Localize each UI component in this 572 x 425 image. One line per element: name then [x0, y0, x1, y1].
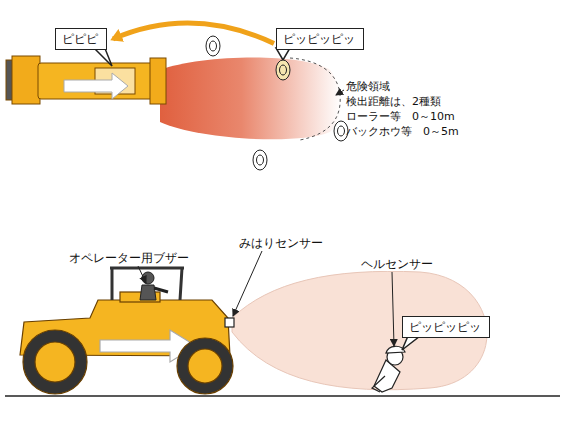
zone-border: [290, 58, 340, 140]
leader-line: [336, 90, 344, 95]
worker-side-view: [372, 346, 405, 392]
roller-side-view: [20, 268, 234, 394]
roller-top-view: [6, 56, 166, 104]
operator-figure: [140, 272, 168, 300]
bubble-text: ピピピ: [62, 31, 100, 47]
note-text: 危険領域: [346, 80, 390, 94]
leader-line: [138, 266, 146, 283]
bubble-text: ピッピッピッ: [409, 319, 483, 335]
danger-zone: [160, 58, 341, 140]
part-label: みはりセンサー: [238, 236, 324, 250]
leader-line: [233, 251, 262, 316]
part-label: ヘルセンサー: [360, 257, 434, 271]
leader-line: [392, 272, 394, 346]
bubble-tail: [402, 336, 420, 350]
note-text: バックホウ等 0～5m: [346, 125, 459, 139]
danger-zone-side: [232, 271, 487, 389]
worker-top-view: [206, 36, 348, 170]
speech-bubble: ピピピ: [55, 28, 107, 50]
alert-arrow: [113, 23, 274, 43]
note-text: 検出距離は、2種類: [346, 95, 441, 109]
part-label: オペレーター用ブザー: [68, 251, 190, 265]
note-text: ローラー等 0～10m: [346, 110, 455, 124]
ground-line: [5, 395, 560, 397]
speech-bubble: ピッピッピッ: [276, 28, 364, 50]
speech-bubble: ピッピッピッ: [402, 316, 490, 338]
bubble-text: ピッピッピッ: [283, 31, 357, 47]
